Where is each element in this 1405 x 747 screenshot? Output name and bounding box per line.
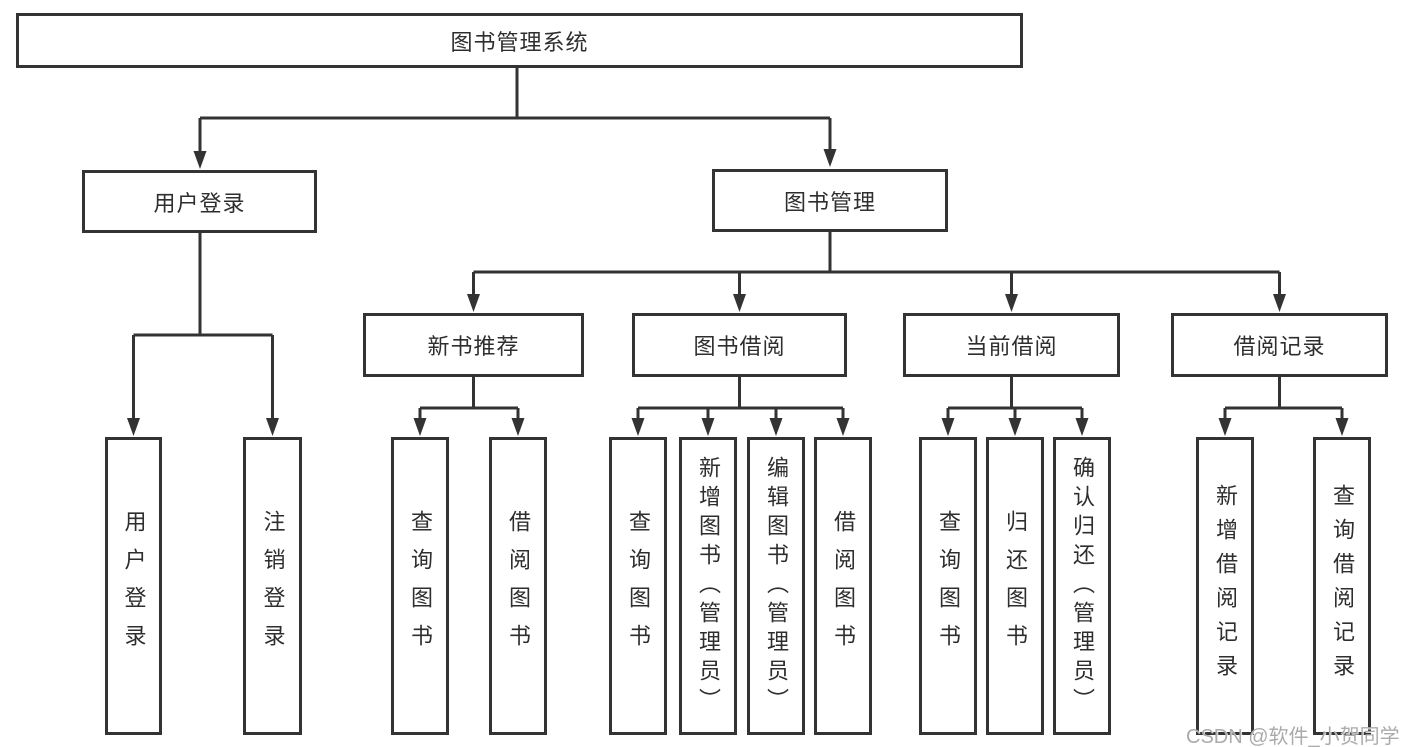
node-label: 编辑图书（管理员） [764,455,789,717]
node-user-login-branch: 用户登录 [82,170,317,233]
leaf-borrow-books-recommend: 借阅图书 [489,437,547,735]
node-label: 查询图书 [408,510,433,662]
node-new-book-recommend: 新书推荐 [363,313,584,377]
leaf-query-books-current: 查询图书 [919,437,977,735]
node-label: 注销登录 [260,510,286,662]
node-label: 借阅记录 [1233,334,1326,359]
node-book-borrowing: 图书借阅 [632,313,847,377]
leaf-add-borrow-record: 新增借阅记录 [1196,437,1254,735]
leaf-return-books: 归还图书 [986,437,1044,735]
node-label: 查询图书 [936,510,961,662]
node-label: 用户登录 [153,190,246,216]
leaf-logout: 注销登录 [243,437,302,735]
node-label: 借阅图书 [831,510,856,662]
node-label: 借阅图书 [506,510,531,662]
leaf-query-books-recommend: 查询图书 [391,437,449,735]
node-label: 用户登录 [121,510,147,662]
csdn-watermark: CSDN @软件_小贺同学 [1186,726,1400,747]
leaf-confirm-return-admin: 确认归还（管理员） [1053,437,1111,735]
leaf-edit-books-admin: 编辑图书（管理员） [747,437,805,735]
leaf-query-books-borrow: 查询图书 [609,437,667,735]
node-label: 新增借阅记录 [1213,484,1238,688]
node-label: 图书管理 [783,189,876,215]
leaf-query-borrow-record: 查询借阅记录 [1313,437,1371,735]
node-label: 查询借阅记录 [1330,484,1355,688]
node-borrowing-records: 借阅记录 [1171,313,1388,377]
node-library-system-root: 图书管理系统 [16,13,1023,68]
node-label: 新增图书（管理员） [696,455,721,717]
node-book-management-branch: 图书管理 [712,169,948,232]
leaf-add-books-admin: 新增图书（管理员） [679,437,737,735]
leaf-borrow-books: 借阅图书 [814,437,872,735]
node-label: 图书管理系统 [450,29,589,55]
node-label: 新书推荐 [427,334,520,359]
node-label: 归还图书 [1003,510,1028,662]
node-label: 确认归还（管理员） [1070,455,1095,717]
node-current-borrowing: 当前借阅 [903,313,1120,377]
node-label: 查询图书 [626,510,651,662]
leaf-user-login: 用户登录 [105,437,162,735]
node-label: 图书借阅 [693,334,786,359]
node-label: 当前借阅 [965,334,1058,359]
